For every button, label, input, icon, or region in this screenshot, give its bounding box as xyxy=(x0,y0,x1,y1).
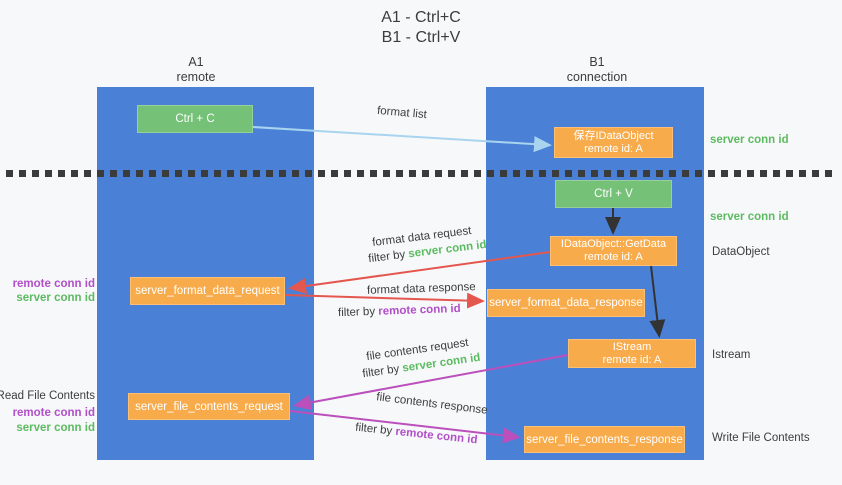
filter-by-text: filter by xyxy=(361,363,401,381)
left-column-header: A1 remote xyxy=(136,55,256,85)
left-column-name: A1 xyxy=(188,55,204,69)
left-label-server-conn-id-1: server conn id xyxy=(16,292,95,304)
diagram-title: A1 - Ctrl+C B1 - Ctrl+V xyxy=(0,8,842,48)
save-idataobject-line2: remote id: A xyxy=(584,142,643,155)
server-file-contents-response-box: server_file_contents_response xyxy=(524,426,685,453)
getdata-line2: remote id: A xyxy=(584,251,643,263)
getdata-box: IDataObject::GetData remote id: A xyxy=(550,236,677,266)
label-filter-by-remote-conn-id-1: filter by remote conn id xyxy=(338,303,461,319)
save-idataobject-box: 保存IDataObject remote id: A xyxy=(554,127,673,158)
ctrl-c-box: Ctrl + C xyxy=(137,105,253,133)
remote-conn-id-text: remote conn id xyxy=(394,425,479,447)
left-label-remote-conn-id-1: remote conn id xyxy=(12,278,95,290)
left-label-server-conn-id-2: server conn id xyxy=(16,422,95,434)
ctrl-c-label: Ctrl + C xyxy=(175,113,215,125)
left-label-remote-conn-id-2: remote conn id xyxy=(12,407,95,419)
right-label-dataobject: DataObject xyxy=(712,246,770,258)
filter-by-text: filter by xyxy=(354,421,393,438)
getdata-line1: IDataObject::GetData xyxy=(560,238,667,250)
remote-conn-id-text: remote conn id xyxy=(378,302,461,318)
server-format-data-request-box: server_format_data_request xyxy=(130,277,285,305)
filter-by-text: filter by xyxy=(367,248,406,266)
filter-by-text: filter by xyxy=(337,305,376,320)
istream-box: IStream remote id: A xyxy=(568,339,696,368)
phase-separator-dashed-line xyxy=(6,170,836,177)
right-label-istream: Istream xyxy=(712,349,751,361)
right-column-header: B1 connection xyxy=(537,55,657,85)
right-label-write-file-contents: Write File Contents xyxy=(712,432,810,444)
ctrl-v-label: Ctrl + V xyxy=(594,188,633,200)
server-format-data-request-label: server_format_data_request xyxy=(135,285,280,297)
server-file-contents-request-box: server_file_contents_request xyxy=(128,393,290,420)
label-format-data-response: format data response xyxy=(366,281,476,297)
save-idataobject-line1: 保存IDataObject xyxy=(573,129,654,142)
istream-line2: remote id: A xyxy=(602,353,662,366)
left-column-role: remote xyxy=(176,70,216,84)
right-label-server-conn-id-top: server conn id xyxy=(710,134,789,146)
title-line-2: B1 - Ctrl+V xyxy=(381,29,461,46)
server-file-contents-response-label: server_file_contents_response xyxy=(526,433,683,446)
server-format-data-response-label: server_format_data_response xyxy=(489,297,643,309)
label-filter-by-remote-conn-id-2: filter by remote conn id xyxy=(355,422,478,447)
server-file-contents-request-label: server_file_contents_request xyxy=(135,400,283,413)
left-label-read-file-contents: Read File Contents xyxy=(0,390,95,402)
right-label-server-conn-id-mid: server conn id xyxy=(710,211,789,223)
right-column-name: B1 xyxy=(589,55,605,69)
istream-line1: IStream xyxy=(612,340,652,353)
label-file-contents-response: file contents response xyxy=(375,391,489,417)
ctrl-v-box: Ctrl + V xyxy=(555,180,672,208)
right-column-role: connection xyxy=(566,70,628,84)
label-format-list: format list xyxy=(376,104,428,122)
title-line-1: A1 - Ctrl+C xyxy=(381,9,461,26)
server-format-data-response-box: server_format_data_response xyxy=(487,289,645,317)
